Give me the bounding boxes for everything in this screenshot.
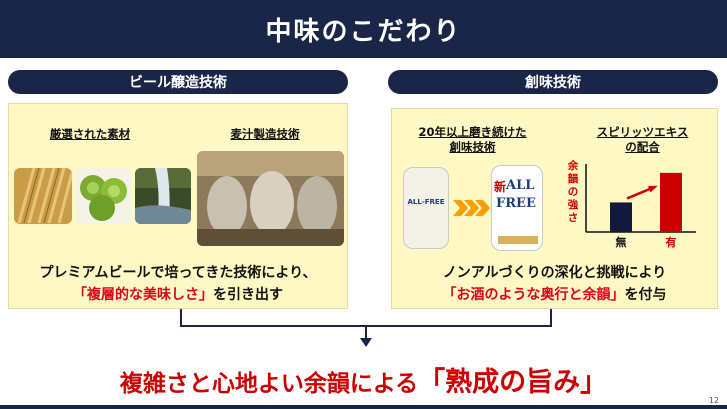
chart-ylabel-char: 余 (567, 160, 579, 172)
title-bar: 中味のこだわり (0, 0, 727, 58)
left-sub-materials: 厳選された素材 (49, 127, 131, 141)
left-caption-rest: を引き出す (213, 287, 283, 303)
chart-bar (610, 202, 632, 232)
right-caption-line2: 「お酒のような奥行と余韻」を付与 (391, 284, 718, 304)
footer-line (0, 405, 727, 409)
left-sub-wort: 麦汁製造技術 (230, 127, 300, 141)
left-caption-highlight: 「複層的な美味しさ」 (73, 287, 213, 303)
bottom-message-main: 複雑さと心地よい余韻による (119, 371, 419, 397)
new-can-image: 新 ALL FREE (491, 165, 543, 251)
right-sub-tech-line1: 20年以上磨き続けた (418, 125, 527, 139)
new-can-line1: ALL (506, 178, 535, 193)
chart-tick-label: 無 (616, 235, 627, 249)
bottom-message: 複雑さと心地よい余韻による「熟成の旨み」 (0, 360, 727, 399)
left-section-header: ビール醸造技術 (8, 70, 348, 94)
left-caption-line1: プレミアムビールで培ってきた技術により、 (39, 265, 317, 281)
right-sub-spirits-line2: の配合 (625, 140, 660, 154)
chart-tick-label: 有 (666, 235, 677, 249)
chart-ylabel-char: 韻 (567, 173, 579, 185)
left-section-header-label: ビール醸造技術 (129, 75, 227, 91)
new-can-band (498, 236, 538, 244)
connector-bracket (180, 309, 552, 327)
chevron-right-icon (453, 200, 490, 216)
chart-trend-arrowhead (648, 185, 658, 193)
old-can-label: ALL-FREE (407, 198, 445, 206)
right-sub-tech: 20年以上磨き続けた 創味技術 (395, 125, 550, 155)
new-can-line2: FREE (496, 196, 536, 211)
new-can-badge: 新 (494, 180, 507, 194)
page-number: 12 (708, 396, 719, 405)
right-caption-line1: ノンアルづくりの深化と挑戦により (442, 265, 667, 281)
right-sub-tech-line2: 創味技術 (449, 140, 496, 154)
hops-image (76, 168, 131, 224)
right-section-header: 創味技術 (388, 70, 718, 94)
right-section-header-label: 創味技術 (525, 75, 581, 91)
barley-image (14, 168, 72, 224)
chart-ylabel: 余 韻 の 強 さ (567, 160, 579, 225)
water-image (135, 168, 191, 224)
right-caption-rest: を付与 (624, 287, 667, 303)
bottom-message-emphasis: 「熟成の旨み」 (418, 367, 608, 398)
chart-ylabel-char: の (567, 186, 579, 198)
arrow-down-icon (360, 338, 372, 347)
brewery-image (197, 151, 344, 246)
right-caption-highlight: 「お酒のような奥行と余韻」 (442, 287, 625, 303)
right-sub-spirits-line1: スピリッツエキス (596, 125, 689, 139)
chart-ylabel-char: 強 (567, 199, 579, 211)
chart-bar (660, 172, 682, 232)
page-title: 中味のこだわり (265, 16, 462, 47)
chart-ylabel-char: さ (567, 212, 579, 224)
old-can-image: ALL-FREE (403, 167, 449, 249)
right-sub-spirits: スピリッツエキス の配合 (575, 125, 710, 155)
connector-stem (365, 327, 367, 341)
lingering-strength-chart: 無有 (585, 164, 696, 249)
left-caption-line2: 「複層的な美味しさ」を引き出す (8, 284, 348, 304)
